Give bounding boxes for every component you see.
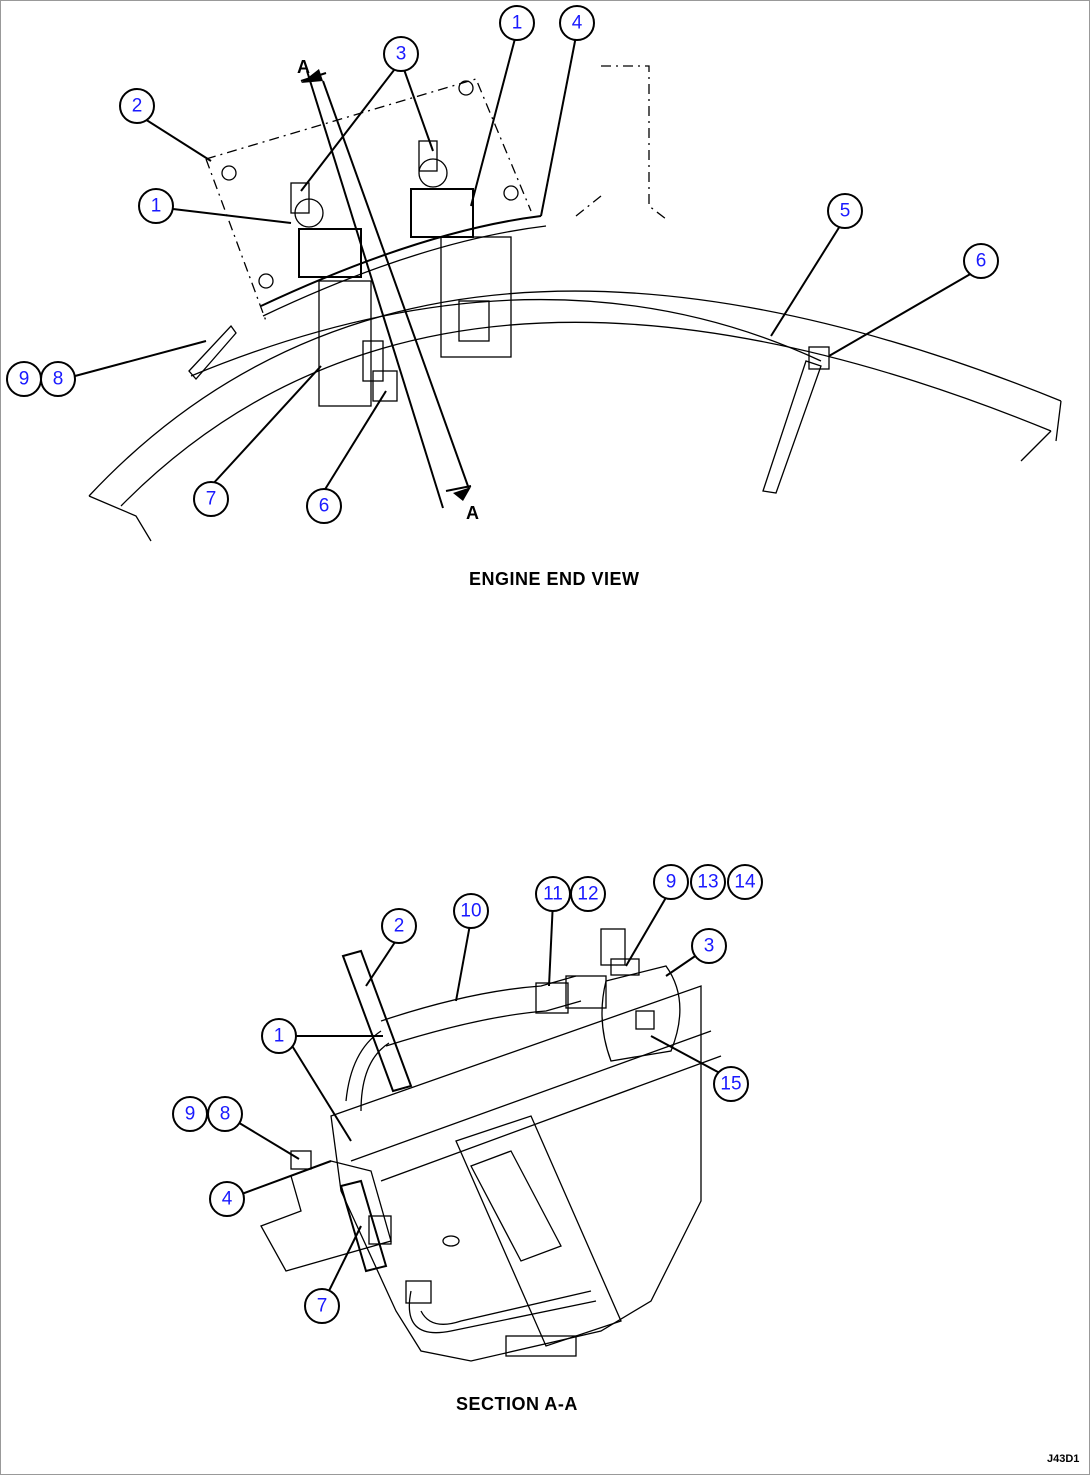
svg-text:4: 4 — [572, 13, 583, 34]
svg-text:11: 11 — [543, 884, 563, 905]
callout-3-top: 3 — [383, 36, 419, 72]
callout-10-bottom: 10 — [453, 893, 489, 929]
svg-text:A: A — [466, 503, 479, 523]
svg-text:6: 6 — [976, 251, 987, 272]
section-a-a-view — [230, 888, 730, 1362]
callout-6-top-left: 6 — [306, 488, 342, 524]
svg-text:2: 2 — [132, 96, 143, 117]
callout-2-bottom: 2 — [381, 908, 417, 944]
svg-text:5: 5 — [840, 201, 851, 222]
svg-text:15: 15 — [720, 1074, 741, 1095]
svg-text:7: 7 — [206, 489, 217, 510]
callout-8-bottom: 8 — [207, 1096, 243, 1132]
svg-text:2: 2 — [394, 916, 405, 937]
svg-text:3: 3 — [704, 936, 715, 957]
svg-text:9: 9 — [185, 1104, 196, 1125]
callout-13-bottom: 13 — [690, 864, 726, 900]
svg-text:7: 7 — [317, 1296, 328, 1317]
callout-7-top: 7 — [193, 481, 229, 517]
svg-text:9: 9 — [666, 872, 677, 893]
svg-text:9: 9 — [19, 369, 30, 390]
drawing-code: J43D1 — [1047, 1453, 1080, 1465]
callout-6-top-right: 6 — [963, 243, 999, 279]
callout-12-bottom: 12 — [570, 876, 606, 912]
callout-7-bottom: 7 — [304, 1288, 340, 1324]
svg-text:A: A — [297, 57, 310, 77]
callout-1-bottom: 1 — [261, 1018, 297, 1054]
engine-end-view-caption: ENGINE END VIEW — [469, 569, 640, 589]
svg-text:1: 1 — [151, 196, 162, 217]
svg-text:6: 6 — [319, 496, 330, 517]
svg-text:12: 12 — [577, 884, 598, 905]
engine-end-view: A A — [74, 30, 1062, 542]
svg-text:10: 10 — [460, 901, 481, 922]
svg-text:14: 14 — [734, 872, 756, 893]
svg-text:3: 3 — [396, 44, 407, 65]
callout-1-top-left: 1 — [138, 188, 174, 224]
callout-2-top: 2 — [119, 88, 155, 124]
svg-text:8: 8 — [53, 369, 64, 390]
callout-3-bottom: 3 — [691, 928, 727, 964]
svg-text:1: 1 — [512, 13, 523, 34]
callout-1-top-right: 1 — [499, 5, 535, 41]
callout-9-bottom-left: 9 — [172, 1096, 208, 1132]
section-a-a-caption: SECTION A-A — [456, 1394, 578, 1414]
callout-14-bottom: 14 — [727, 864, 763, 900]
svg-text:1: 1 — [274, 1026, 285, 1047]
callout-11-bottom: 11 — [535, 876, 571, 912]
callout-9-bottom-right: 9 — [653, 864, 689, 900]
callout-4-top: 4 — [559, 5, 595, 41]
callout-15-bottom: 15 — [713, 1066, 749, 1102]
svg-text:13: 13 — [697, 872, 718, 893]
callout-5-top: 5 — [827, 193, 863, 229]
callout-4-bottom: 4 — [209, 1181, 245, 1217]
svg-text:8: 8 — [220, 1104, 231, 1125]
svg-text:4: 4 — [222, 1189, 233, 1210]
callout-9-top: 9 — [6, 361, 42, 397]
callout-8-top: 8 — [40, 361, 76, 397]
